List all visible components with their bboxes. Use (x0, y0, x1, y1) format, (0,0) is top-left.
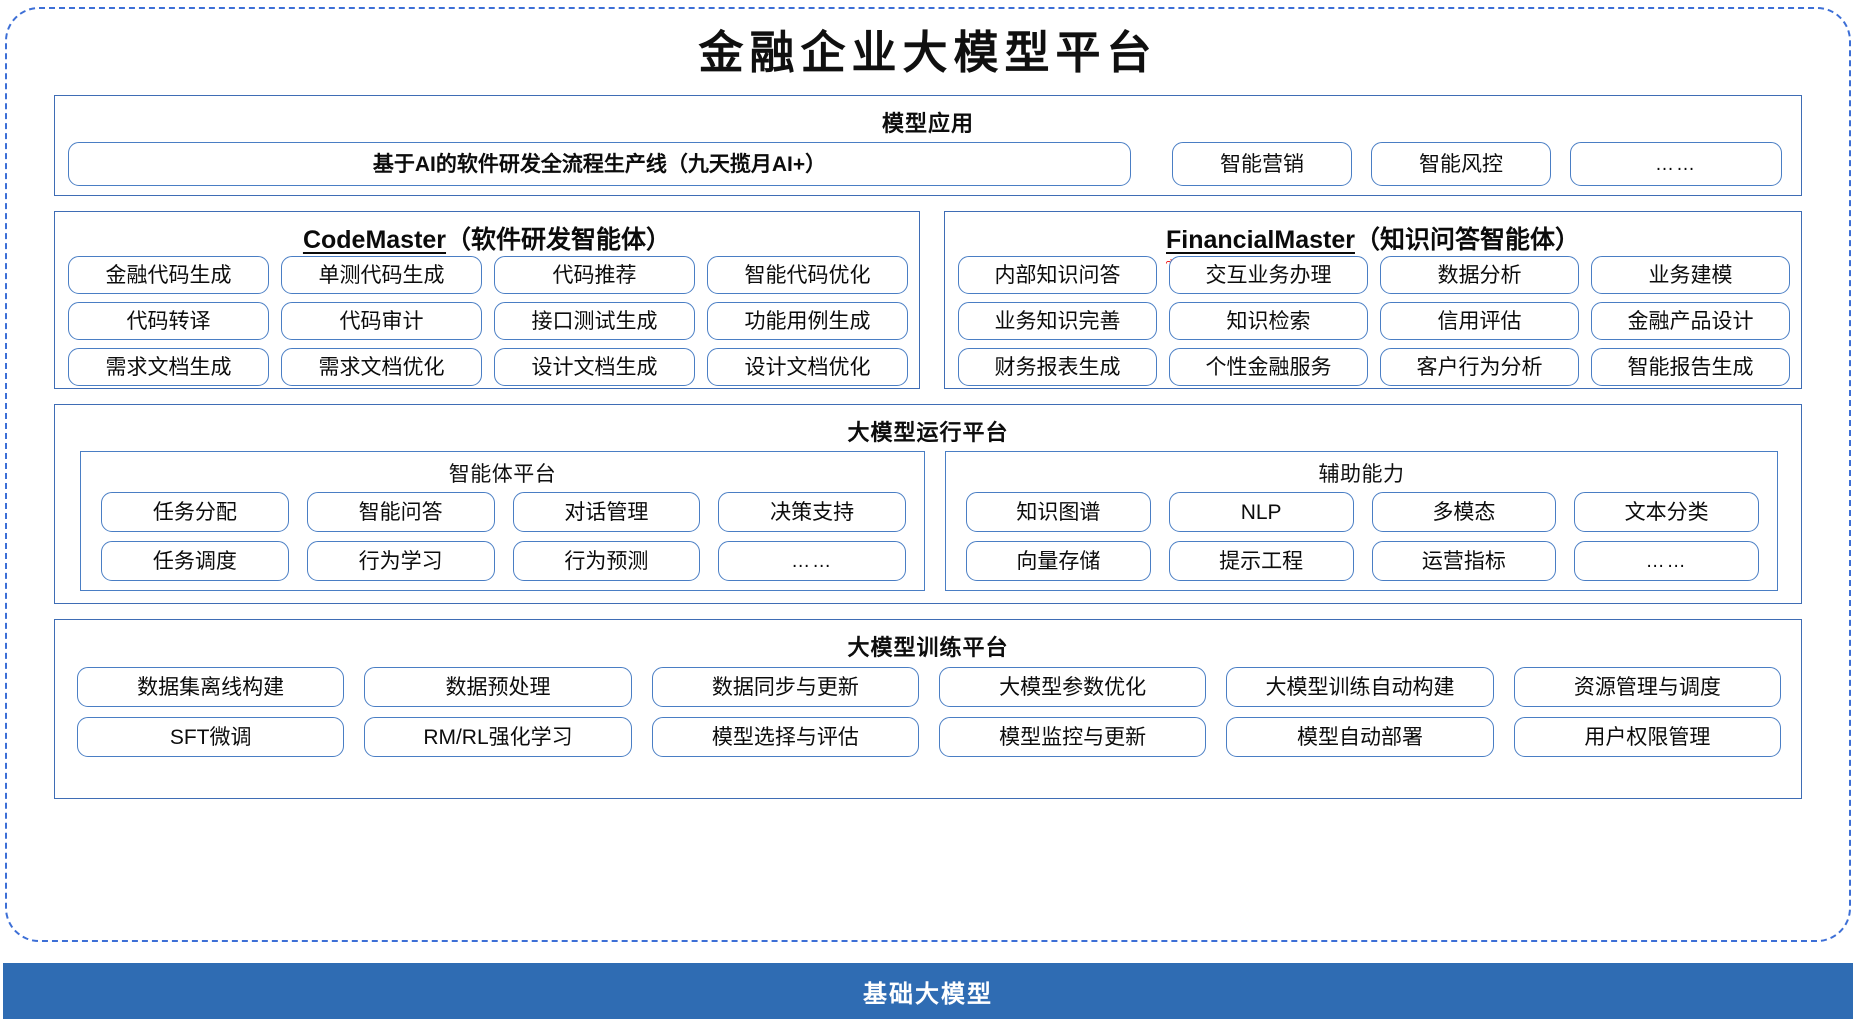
chip-capability[interactable]: 代码转译 (68, 302, 269, 340)
chip-capability[interactable]: 业务建模 (1591, 256, 1790, 294)
section-codemaster-agent: CodeMaster（软件研发智能体） 金融代码生成 单测代码生成 代码推荐 智… (54, 211, 920, 389)
chip-capability[interactable]: 向量存储 (966, 541, 1151, 581)
chip-capability[interactable]: 模型监控与更新 (939, 717, 1207, 757)
auxiliary-capability-chip-grid: 知识图谱 NLP 多模态 文本分类 向量存储 提示工程 运营指标 …… (966, 492, 1759, 581)
group-title-agent-platform: 智能体平台 (448, 463, 557, 486)
chip-capability[interactable]: 交互业务办理 (1169, 256, 1368, 294)
chip-capability[interactable]: 模型自动部署 (1226, 717, 1494, 757)
chip-capability[interactable]: 数据预处理 (364, 667, 632, 707)
foundation-model-label: 基础大模型 (863, 980, 993, 1008)
agent-title-financialmaster: FinancialMaster（知识问答智能体） (945, 220, 1801, 264)
chip-auxiliary-capability-more[interactable]: …… (1574, 541, 1759, 581)
chip-capability[interactable]: 代码推荐 (494, 256, 695, 294)
agent-title-codemaster: CodeMaster（软件研发智能体） (55, 220, 919, 264)
chip-capability[interactable]: 需求文档优化 (281, 348, 482, 386)
chip-capability[interactable]: 知识图谱 (966, 492, 1151, 532)
chip-capability[interactable]: 单测代码生成 (281, 256, 482, 294)
model-application-chip-row: 基于AI的软件研发全流程生产线（九天揽月AI+） 智能营销 智能风控 …… (68, 142, 1790, 186)
chip-capability[interactable]: 对话管理 (512, 492, 701, 532)
chip-capability[interactable]: 模型选择与评估 (651, 717, 919, 757)
chip-capability[interactable]: 大模型参数优化 (939, 667, 1207, 707)
chip-capability[interactable]: 智能代码优化 (707, 256, 908, 294)
codemaster-capability-grid: 金融代码生成 单测代码生成 代码推荐 智能代码优化 代码转译 代码审计 接口测试… (68, 256, 908, 386)
chip-capability[interactable]: 智能报告生成 (1591, 348, 1790, 386)
chip-model-application-more[interactable]: …… (1570, 142, 1782, 186)
chip-capability[interactable]: 信用评估 (1380, 302, 1579, 340)
foundation-model-bar: 基础大模型 (3, 963, 1853, 1019)
chip-capability[interactable]: 文本分类 (1574, 492, 1759, 532)
chip-capability[interactable]: RM/RL强化学习 (364, 717, 632, 757)
agent-name-en-codemaster: CodeMaster (302, 226, 447, 264)
section-runtime-platform: 大模型运行平台 智能体平台 任务分配 智能问答 对话管理 决策支持 任务调度 行… (54, 404, 1802, 604)
page-title: 金融企业大模型平台 (698, 26, 1158, 79)
section-model-application: 模型应用 基于AI的软件研发全流程生产线（九天揽月AI+） 智能营销 智能风控 … (54, 95, 1802, 196)
chip-capability[interactable]: 金融产品设计 (1591, 302, 1790, 340)
chip-capability[interactable]: 业务知识完善 (958, 302, 1157, 340)
agent-platform-chip-grid: 任务分配 智能问答 对话管理 决策支持 任务调度 行为学习 行为预测 …… (101, 492, 906, 581)
agent-name-cn-codemaster: （软件研发智能体） (446, 226, 672, 254)
agent-name-en-financialmaster: FinancialMaster (1166, 226, 1355, 264)
group-title-auxiliary-capability: 辅助能力 (1318, 463, 1405, 486)
section-training-platform: 大模型训练平台 数据集离线构建 数据预处理 数据同步与更新 大模型参数优化 大模… (54, 619, 1802, 799)
chip-capability[interactable]: 代码审计 (281, 302, 482, 340)
chip-capability[interactable]: NLP (1168, 492, 1354, 532)
section-title-training-platform: 大模型训练平台 (847, 635, 1009, 660)
outer-dashed-frame (5, 7, 1851, 942)
chip-capability[interactable]: 财务报表生成 (958, 348, 1157, 386)
chip-capability[interactable]: 智能问答 (306, 492, 495, 532)
group-agent-platform: 智能体平台 任务分配 智能问答 对话管理 决策支持 任务调度 行为学习 行为预测… (80, 451, 925, 591)
chip-capability[interactable]: 知识检索 (1169, 302, 1368, 340)
chip-capability[interactable]: 金融代码生成 (68, 256, 269, 294)
section-financialmaster-agent: FinancialMaster（知识问答智能体） 内部知识问答 交互业务办理 数… (944, 211, 1802, 389)
chip-capability[interactable]: 任务调度 (101, 541, 289, 581)
chip-smart-marketing[interactable]: 智能营销 (1172, 142, 1352, 186)
chip-capability[interactable]: 资源管理与调度 (1513, 667, 1781, 707)
training-platform-chip-grid: 数据集离线构建 数据预处理 数据同步与更新 大模型参数优化 大模型训练自动构建 … (77, 667, 1781, 757)
chip-capability[interactable]: 设计文档优化 (707, 348, 908, 386)
section-title-runtime-platform: 大模型运行平台 (847, 420, 1009, 445)
chip-capability[interactable]: 决策支持 (718, 492, 906, 532)
chip-capability[interactable]: 设计文档生成 (494, 348, 695, 386)
group-auxiliary-capability: 辅助能力 知识图谱 NLP 多模态 文本分类 向量存储 提示工程 运营指标 …… (945, 451, 1778, 591)
chip-capability[interactable]: 个性金融服务 (1169, 348, 1368, 386)
chip-capability[interactable]: 行为学习 (306, 541, 495, 581)
chip-capability[interactable]: 数据同步与更新 (651, 667, 919, 707)
financialmaster-capability-grid: 内部知识问答 交互业务办理 数据分析 业务建模 业务知识完善 知识检索 信用评估… (958, 256, 1790, 386)
chip-smart-risk-control[interactable]: 智能风控 (1371, 142, 1551, 186)
chip-capability[interactable]: 客户行为分析 (1380, 348, 1579, 386)
chip-capability[interactable]: 大模型训练自动构建 (1226, 667, 1494, 707)
agent-name-cn-financialmaster: （知识问答智能体） (1354, 226, 1580, 254)
chip-capability[interactable]: 接口测试生成 (494, 302, 695, 340)
chip-capability[interactable]: SFT微调 (77, 717, 345, 757)
chip-capability[interactable]: 数据集离线构建 (77, 667, 345, 707)
chip-capability[interactable]: 数据分析 (1380, 256, 1579, 294)
chip-capability[interactable]: 功能用例生成 (707, 302, 908, 340)
chip-capability[interactable]: 内部知识问答 (958, 256, 1157, 294)
chip-ai-pipeline[interactable]: 基于AI的软件研发全流程生产线（九天揽月AI+） (68, 142, 1131, 186)
chip-capability[interactable]: 运营指标 (1371, 541, 1557, 581)
chip-capability[interactable]: 任务分配 (101, 492, 289, 532)
chip-capability[interactable]: 提示工程 (1168, 541, 1354, 581)
chip-agent-platform-more[interactable]: …… (718, 541, 906, 581)
chip-capability[interactable]: 行为预测 (512, 541, 701, 581)
chip-capability[interactable]: 多模态 (1371, 492, 1557, 532)
chip-capability[interactable]: 用户权限管理 (1513, 717, 1781, 757)
chip-capability[interactable]: 需求文档生成 (68, 348, 269, 386)
section-title-model-application: 模型应用 (881, 111, 974, 136)
